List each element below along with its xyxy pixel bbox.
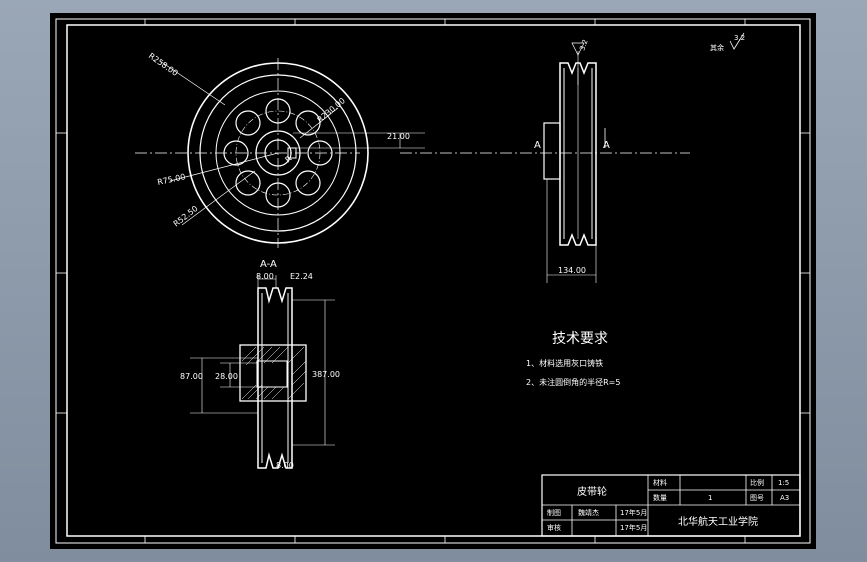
svg-text:R75.00: R75.00 — [157, 172, 187, 187]
svg-text:21.00: 21.00 — [387, 132, 410, 141]
svg-text:比例: 比例 — [750, 478, 764, 487]
section-view-dims: A-A 8.00 E2.24 87.00 28.00 387.00 8.00 — [180, 259, 340, 470]
svg-text:材料: 材料 — [653, 478, 667, 487]
engineering-drawing: 其余 3.2 R258.00 R230.00 R75.0 — [55, 18, 811, 544]
svg-text:28.00: 28.00 — [215, 372, 238, 381]
tech-req-item-1: 1、材料选用灰口铸铁 — [526, 358, 603, 368]
svg-text:A: A — [534, 140, 541, 151]
school-name: 北华航天工业学院 — [678, 515, 758, 528]
svg-text:1:5: 1:5 — [778, 479, 789, 487]
title-block-text: 皮带轮 材料 比例 1:5 数量 1 图号 A3 制图 魏靖杰 17年5月 审核… — [547, 478, 789, 532]
svg-text:8.00: 8.00 — [276, 461, 294, 470]
svg-text:A3: A3 — [780, 494, 789, 502]
svg-text:其余: 其余 — [710, 43, 724, 52]
svg-text:17年5月: 17年5月 — [620, 508, 647, 517]
svg-text:R52.50: R52.50 — [172, 204, 200, 229]
svg-text:魏靖杰: 魏靖杰 — [578, 508, 599, 517]
side-view-marks: A A 3.2 134.00 — [534, 38, 610, 275]
sheet-outer-border — [55, 18, 811, 544]
svg-text:E2.24: E2.24 — [290, 272, 313, 281]
svg-text:8.00: 8.00 — [256, 272, 274, 281]
svg-text:87.00: 87.00 — [180, 372, 203, 381]
technical-requirements: 技术要求 1、材料选用灰口铸铁 2、未注圆倒角的半径R=5 — [526, 331, 620, 387]
tech-req-item-2: 2、未注圆倒角的半径R=5 — [526, 377, 620, 387]
svg-text:387.00: 387.00 — [312, 370, 340, 379]
svg-text:皮带轮: 皮带轮 — [577, 485, 607, 498]
svg-text:数量: 数量 — [653, 493, 667, 502]
section-view — [190, 275, 335, 469]
svg-text:134.00: 134.00 — [558, 266, 586, 275]
sheet-inner-border — [66, 24, 801, 537]
svg-text:R230.00: R230.00 — [316, 96, 347, 124]
svg-text:图号: 图号 — [750, 494, 764, 502]
svg-text:3.2: 3.2 — [734, 34, 745, 42]
svg-text:制图: 制图 — [547, 508, 561, 517]
front-view — [135, 58, 425, 248]
zone-ticks — [56, 19, 810, 543]
svg-text:1: 1 — [708, 494, 712, 502]
tech-req-title: 技术要求 — [552, 331, 608, 347]
svg-text:17年5月: 17年5月 — [620, 523, 647, 532]
svg-text:R: R — [284, 154, 294, 165]
svg-text:R258.00: R258.00 — [147, 51, 180, 78]
roughness-mark: 其余 3.2 — [710, 32, 745, 52]
svg-text:A-A: A-A — [260, 259, 277, 270]
svg-text:3.2: 3.2 — [578, 38, 589, 51]
title-block — [541, 474, 801, 537]
svg-text:A: A — [603, 140, 610, 151]
side-view — [400, 42, 690, 283]
svg-text:审核: 审核 — [547, 523, 561, 532]
cad-viewport[interactable]: 其余 3.2 R258.00 R230.00 R75.0 — [50, 13, 816, 549]
